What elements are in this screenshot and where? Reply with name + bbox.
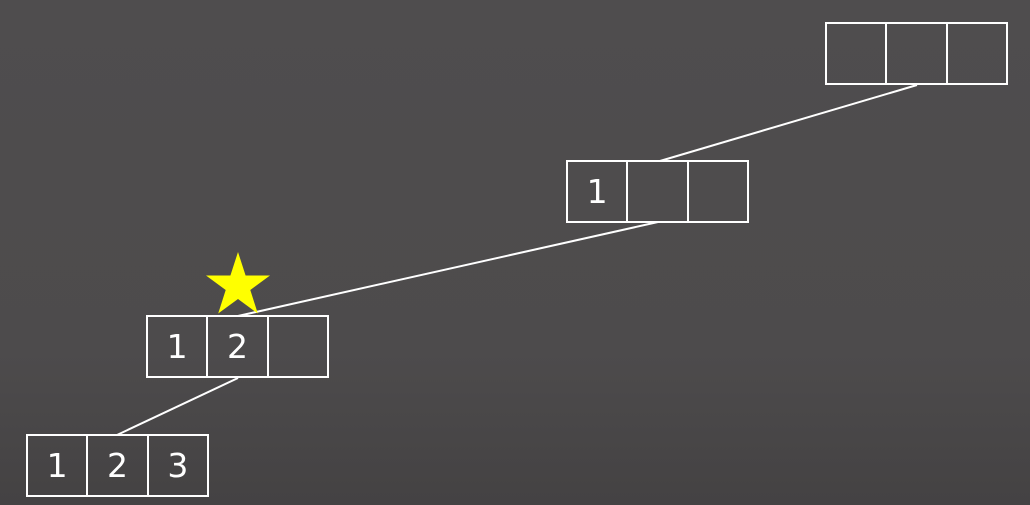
node-root <box>825 22 1008 85</box>
node-level-3: 1 2 3 <box>26 434 209 497</box>
node-level-2-cell-3 <box>266 317 327 376</box>
node-level-2-cell-2: 2 <box>206 317 266 376</box>
node-root-cell-3 <box>945 24 1006 83</box>
node-level-3-cell-1: 1 <box>46 446 68 485</box>
star-shape <box>206 252 270 314</box>
node-root-cell-1 <box>827 24 885 83</box>
node-level-3-cell-2: 2 <box>86 436 146 495</box>
node-root-cell-2 <box>885 24 945 83</box>
node-level-2-cell-1: 1 <box>166 327 188 366</box>
node-level-1: 1 <box>566 160 749 223</box>
edge-root-to-level-1 <box>659 84 918 162</box>
edge-level-1-to-level-2 <box>237 221 659 317</box>
edge-level-2-to-level-3 <box>116 377 239 436</box>
node-level-1-cell-3 <box>686 162 747 221</box>
node-level-2: 1 2 <box>146 315 329 378</box>
node-level-1-cell-1: 1 <box>586 172 608 211</box>
star-icon <box>206 252 270 314</box>
node-level-1-cell-2 <box>626 162 686 221</box>
node-level-3-cell-3: 3 <box>146 436 207 495</box>
